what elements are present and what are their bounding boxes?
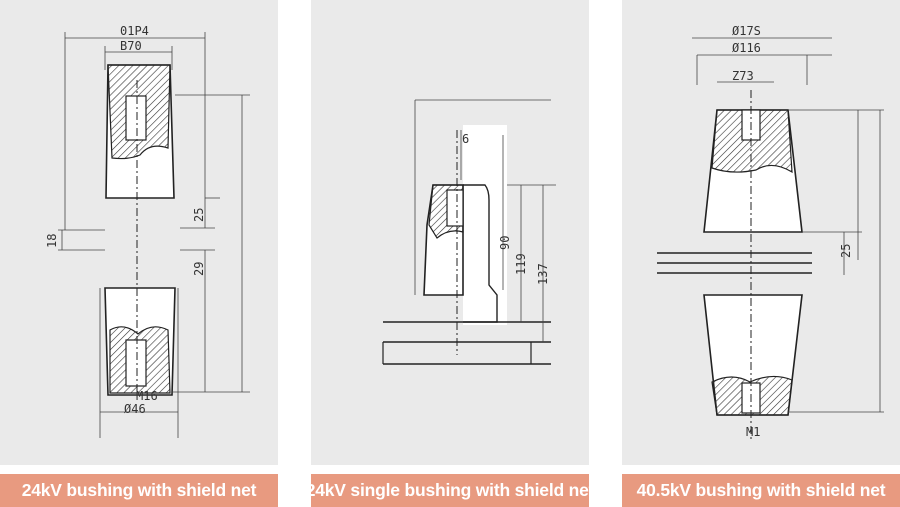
caption-24kv-single-bushing: 24kV single bushing with shield net — [306, 474, 595, 507]
drawing-40kv-bushing: Ø17S Ø116 Z73 25 M1 — [622, 0, 900, 465]
dim-top3: Z73 — [732, 69, 754, 83]
panel-40kv-bushing: Ø17S Ø116 Z73 25 M1 40.5kV bushing with … — [622, 0, 900, 507]
dim-top2: B70 — [120, 39, 142, 53]
dim-thread: M16 — [136, 389, 158, 403]
dim-top1: 01P4 — [120, 24, 149, 38]
dim-left: 18 — [45, 234, 59, 248]
dim-top: 6 — [462, 132, 469, 146]
dim-thread: M1 — [746, 425, 760, 439]
caption-40kv-bushing: 40.5kV bushing with shield net — [622, 474, 900, 507]
drawing-24kv-single-bushing: 6 90 119 137 — [311, 0, 589, 465]
dim-top1: Ø17S — [732, 24, 761, 38]
dim-bottom: Ø46 — [124, 402, 146, 416]
dim-d1: 90 — [498, 236, 512, 250]
dim-top2: Ø116 — [732, 41, 761, 55]
panel-24kv-bushing: 01P4 B70 25 29 18 M16 Ø46 24kV bushi — [0, 0, 278, 507]
dim-mid2: 29 — [192, 262, 206, 276]
dim-d3: 137 — [536, 263, 550, 285]
dim-d2: 119 — [514, 253, 528, 275]
caption-24kv-bushing: 24kV bushing with shield net — [0, 474, 278, 507]
dim-right: 25 — [839, 244, 853, 258]
dim-mid1: 25 — [192, 208, 206, 222]
panel-24kv-single-bushing: 6 90 119 137 24kV single bushing with sh… — [306, 0, 595, 507]
drawing-24kv-bushing: 01P4 B70 25 29 18 M16 Ø46 — [0, 0, 278, 465]
